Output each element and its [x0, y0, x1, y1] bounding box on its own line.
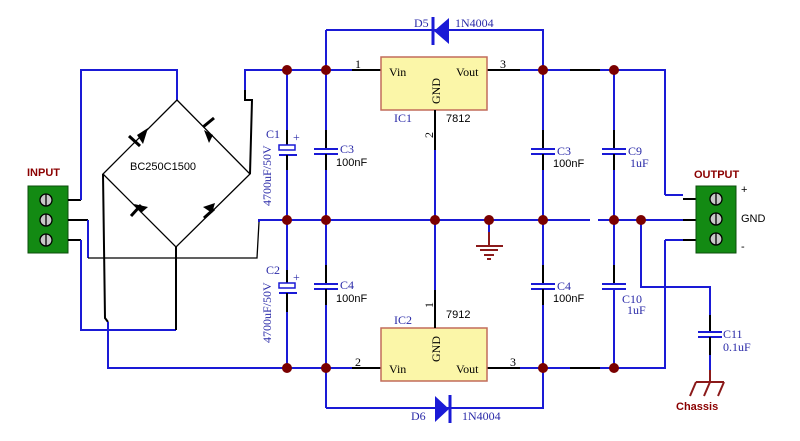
input-wires [68, 69, 287, 331]
ic2-pin-vin: Vin [389, 362, 406, 376]
c2-value: 4700uF/50V [260, 282, 274, 343]
junctions [282, 65, 646, 373]
output-screw-3 [709, 232, 723, 246]
capacitor-c2: + C2 4700uF/50V [260, 220, 300, 368]
bridge-diode-3 [129, 203, 148, 218]
input-screw-3 [39, 233, 53, 247]
output-screw-1 [709, 192, 723, 206]
c1-value: 4700uF/50V [260, 145, 274, 206]
input-connector: INPUT [27, 167, 69, 254]
c1-ref: C1 [266, 127, 280, 141]
junction-dot [636, 215, 646, 225]
junction-dot [609, 215, 619, 225]
ic1-part: 7812 [446, 113, 470, 125]
bridge-diode-2 [202, 116, 215, 143]
ic1-pin-1: 1 [355, 57, 361, 71]
output-screw-2 [709, 212, 723, 226]
c9-value: 1uF [630, 156, 649, 170]
ic1-pin-3: 3 [500, 57, 506, 71]
ic2-pin-2: 2 [355, 355, 361, 369]
junction-dot [538, 65, 548, 75]
regulator-ic1: Vin Vout GND 1 2 3 IC1 7812 [355, 56, 506, 220]
c3-left-value: 100nF [336, 157, 367, 169]
c11-ref: C11 [723, 327, 743, 341]
ic1-pin-vin: Vin [389, 65, 406, 79]
diode-d6: D6 1N4004 [326, 368, 544, 423]
ic2-pin-1: 1 [422, 302, 436, 308]
svg-text:+: + [293, 270, 300, 284]
d5-ref: D5 [414, 16, 429, 30]
ic2-pin-vout: Vout [456, 362, 479, 376]
ic1-pin-vout: Vout [456, 65, 479, 79]
junction-dot [282, 363, 292, 373]
bridge-rectifier: BC250C1500 [102, 69, 287, 369]
ic2-pin-3: 3 [510, 355, 516, 369]
output-connector: OUTPUT + GND - [694, 169, 766, 254]
capacitor-c10: C10 1uF [602, 220, 646, 368]
ic1-pin-2: 2 [422, 132, 436, 138]
input-screw-2 [39, 213, 53, 227]
junction-dot [609, 363, 619, 373]
junction-dot [321, 363, 331, 373]
c3-left-ref: C3 [340, 142, 354, 156]
c4-right-ref: C4 [557, 279, 571, 293]
ic2-ref: IC2 [394, 313, 412, 327]
junction-dot [321, 65, 331, 75]
capacitor-c9: C9 1uF [602, 70, 649, 220]
output-wires [641, 194, 696, 241]
ic1-pin-gnd: GND [429, 78, 443, 104]
input-label: INPUT [27, 167, 60, 179]
capacitor-c3-right: C3 100nF [531, 70, 584, 220]
junction-dot [282, 215, 292, 225]
capacitor-c1: + C1 4700uF/50V [260, 70, 300, 220]
chassis-ground: Chassis [676, 370, 725, 413]
c4-left-ref: C4 [340, 278, 354, 292]
junction-dot [609, 65, 619, 75]
c2-ref: C2 [266, 263, 280, 277]
ic1-ref: IC1 [394, 111, 412, 125]
input-screw-1 [39, 193, 53, 207]
junction-dot [538, 363, 548, 373]
chassis-label: Chassis [676, 401, 718, 413]
junction-dot [430, 215, 440, 225]
output-pin-gnd: GND [741, 213, 766, 225]
d5-part: 1N4004 [455, 16, 494, 30]
c4-left-value: 100nF [336, 293, 367, 305]
capacitor-c4-left: C4 100nF [314, 220, 367, 408]
ic2-part: 7912 [446, 309, 470, 321]
junction-dot [538, 215, 548, 225]
bridge-diode-4 [202, 203, 216, 220]
junction-dot [484, 215, 494, 225]
regulator-ic2: Vin Vout GND 2 1 3 IC2 7912 [355, 220, 516, 382]
rails [287, 69, 666, 369]
capacitor-c4-right: C4 100nF [531, 220, 584, 368]
output-pin-plus: + [741, 184, 747, 196]
diode-d5: D5 1N4004 [326, 16, 544, 70]
c10-value: 1uF [627, 303, 646, 317]
ic2-pin-gnd: GND [429, 336, 443, 362]
c4-right-value: 100nF [553, 293, 584, 305]
c10-ref: C10 [622, 292, 642, 306]
output-pin-minus: - [741, 241, 745, 253]
bridge-diode-1 [127, 128, 148, 148]
capacitor-c3-left: C3 100nF [314, 30, 367, 220]
ic2-body [380, 327, 488, 382]
c9-ref: C9 [628, 144, 642, 158]
c11-value: 0.1uF [723, 340, 751, 354]
bridge-part-label: BC250C1500 [130, 161, 196, 173]
junction-dot [282, 65, 292, 75]
junction-dot [321, 215, 331, 225]
svg-text:+: + [293, 130, 300, 144]
d6-part: 1N4004 [462, 409, 501, 423]
c3-right-value: 100nF [553, 158, 584, 170]
ground-symbol [476, 220, 503, 260]
c3-right-ref: C3 [557, 144, 571, 158]
output-label: OUTPUT [694, 169, 740, 181]
capacitor-c11: C11 0.1uF [640, 220, 751, 370]
d6-ref: D6 [411, 409, 426, 423]
